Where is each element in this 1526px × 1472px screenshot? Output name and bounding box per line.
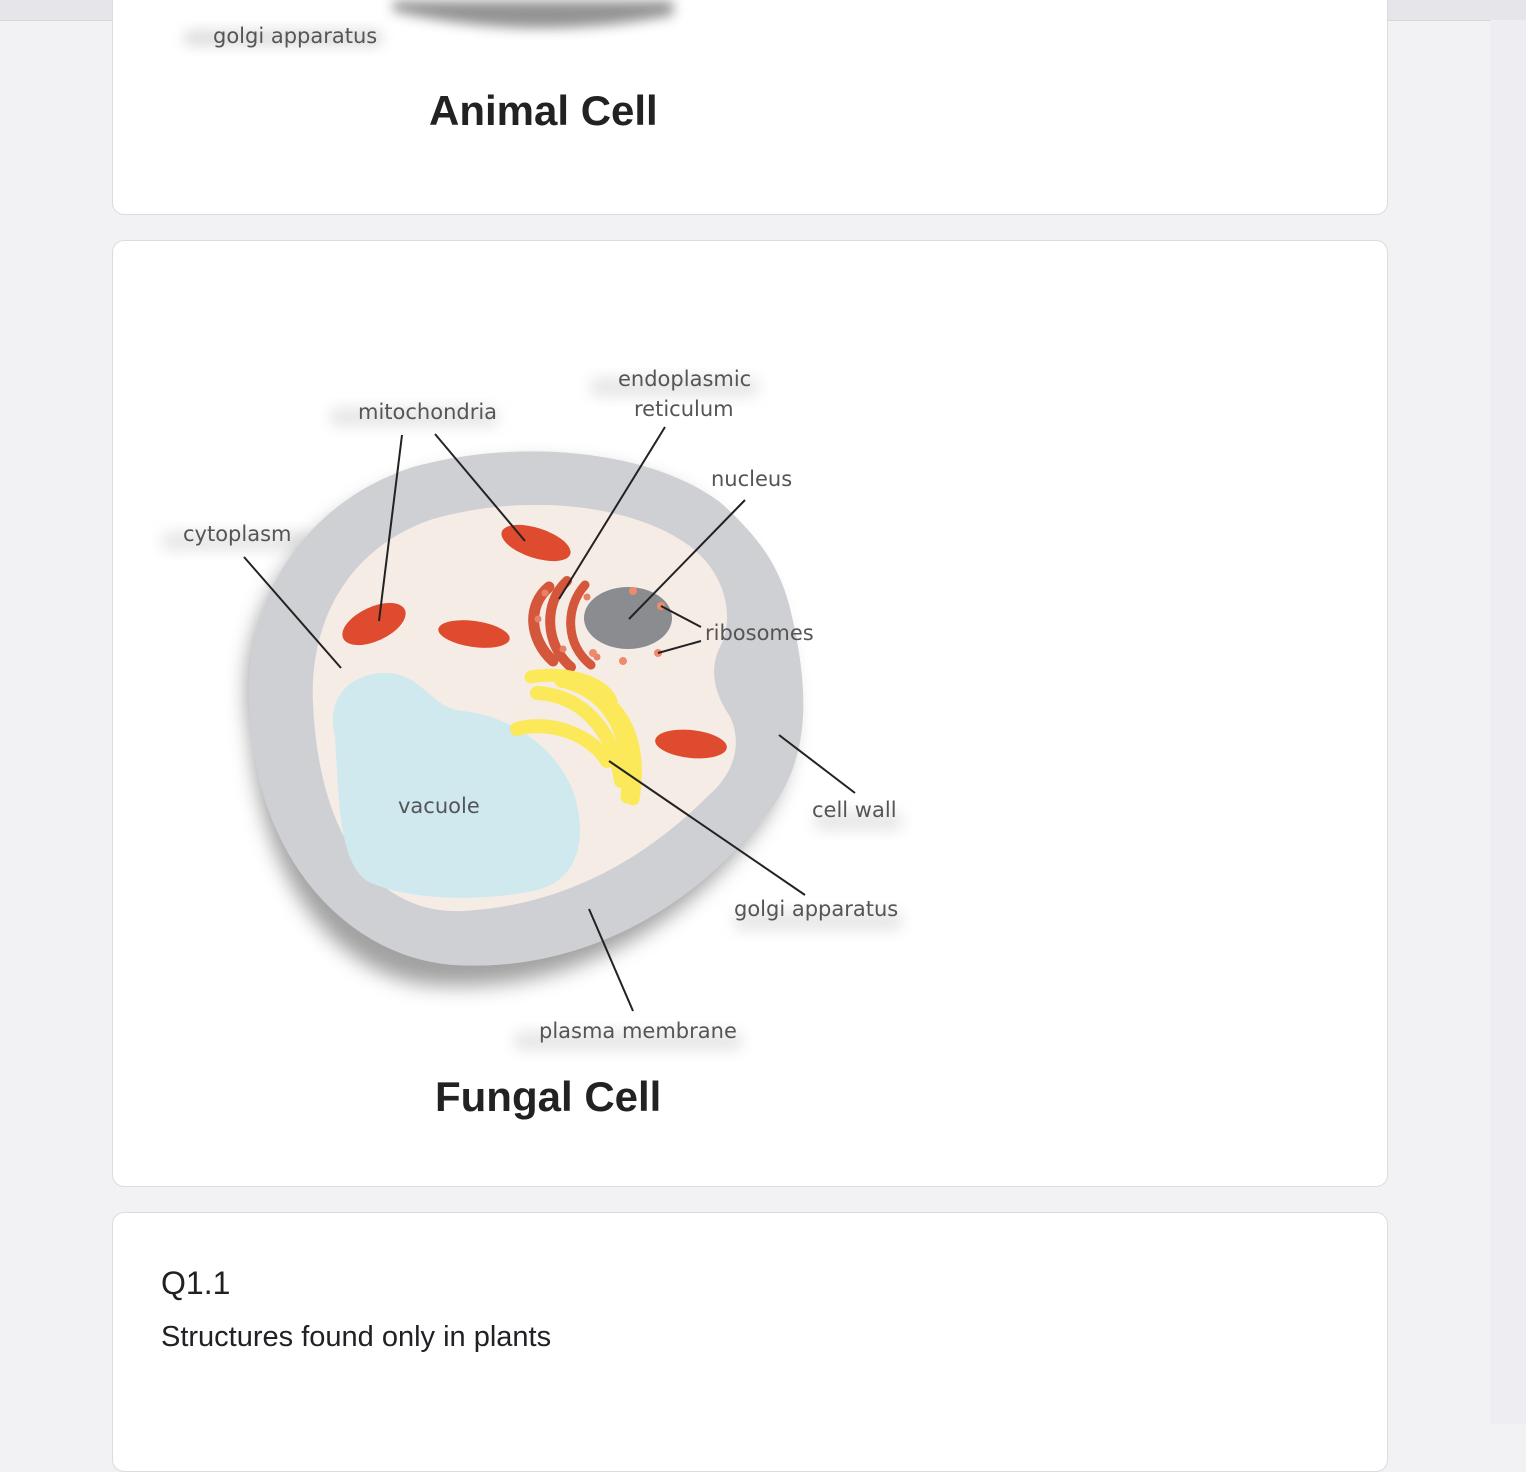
mitochondrion-2 [342,602,406,646]
er-arc-3 [566,580,596,670]
endoplasmic-reticulum [528,576,601,672]
question-number: Q1.1 [161,1265,231,1301]
label-shadow [183,29,383,47]
er-pointer [558,426,666,600]
mitochondria-pointer-2 [434,433,526,542]
cytoplasm-pointer [243,556,342,669]
label-mitochondria: mitochondria [358,400,497,424]
label-er-line1: endoplasmic [618,367,751,391]
animal-cell-diagram: golgi apparatus Animal Cell [183,1,673,134]
page-gutter [1490,20,1526,1424]
question-text: Structures found only in plants [161,1321,552,1353]
mitochondrion-3 [438,620,510,648]
golgi-pointer [608,760,806,896]
fungal-cell-title: Fungal Cell [435,1073,661,1120]
vacuole [332,673,580,898]
nucleus [584,587,672,649]
cell-wall-pointer [778,734,856,794]
label-ribosomes: ribosomes [705,621,814,645]
animal-cell-card: golgi apparatus Animal Cell [112,0,1388,215]
pointer-lines [243,426,856,1012]
er-arc-2 [545,576,576,672]
animal-cell-shadow [393,1,673,29]
label-plasma-membrane: plasma membrane [539,1019,737,1043]
er-ribosome-dots [534,589,601,661]
ribosome-pointer-2 [657,640,702,654]
animal-cell-title: Animal Cell [429,87,658,134]
label-cytoplasm: cytoplasm [183,522,292,546]
animal-golgi-label: golgi apparatus [213,24,377,48]
plasma-membrane-pointer [588,908,634,1012]
label-er-line2: reticulum [634,397,734,421]
label-cell-wall: cell wall [812,798,897,822]
golgi-apparatus [510,668,642,806]
fungal-cell-card: mitochondria endoplasmic reticulum nucle… [112,240,1388,1187]
question-card: Q1.1 Structures found only in plants [112,1212,1388,1472]
label-golgi: golgi apparatus [734,897,898,921]
label-shadows [161,377,903,1051]
nucleus-pointer [628,499,746,620]
label-vacuole: vacuole [398,794,480,818]
ribosome-pointer-1 [660,605,702,628]
mitochondria-pointer-1 [378,434,403,622]
fungal-cell-diagram: mitochondria endoplasmic reticulum nucle… [161,367,903,1120]
mitochondria-group [342,524,727,759]
mitochondrion-4 [655,729,727,759]
label-nucleus: nucleus [711,467,792,491]
